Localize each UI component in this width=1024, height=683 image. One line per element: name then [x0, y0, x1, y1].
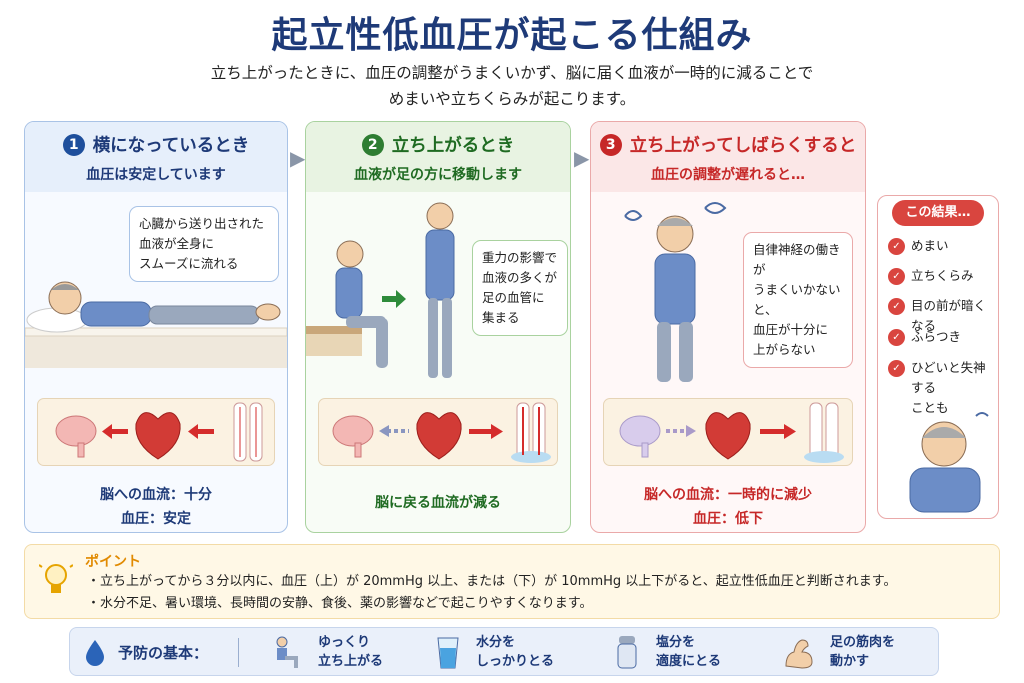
blood-flow-diagram: [37, 398, 275, 466]
prevention-item-hydrate: 水分をしっかりとる: [476, 635, 555, 669]
page-subtitle: 立ち上がったときに、血圧の調整がうまくいかず、脳に届く血液が一時的に減ることで …: [0, 60, 1024, 112]
step-number: 1: [62, 134, 85, 156]
chevron-right-icon: ▶: [574, 146, 590, 170]
speech-bubble: 自律神経の働きが うまくいかないと、 血圧が十分に 上がらない: [743, 232, 853, 368]
blood-pressure-result: 血圧：低下: [693, 511, 763, 527]
check-icon: ✓: [888, 298, 905, 315]
page-title: 起立性低血圧が起こる仕組み: [271, 15, 753, 56]
dizzy-elder-illustration: [909, 412, 989, 513]
panel-subtitle: 血圧は安定しています: [86, 167, 226, 183]
heart-icon: [416, 412, 462, 460]
arrow-left-icon: [188, 424, 214, 439]
dizzy-swirl-icon: [624, 202, 727, 221]
legs-icon: [511, 402, 551, 463]
prevention-item-salt: 塩分を適度にとる: [656, 635, 722, 669]
results-box: この結果… ✓めまい ✓立ちくらみ ✓目の前が暗くなる ✓ふらつき ✓ひどいと失…: [877, 195, 999, 519]
check-icon: ✓: [888, 360, 905, 377]
flexed-arm-icon: [785, 639, 813, 669]
flow-illustration: [55, 402, 263, 462]
brain-icon: [332, 415, 374, 458]
brain-icon: [55, 415, 97, 458]
standing-person-illustration: [306, 202, 455, 378]
panel-lying-down: 1 横になっているとき 血圧は安定しています 心臓から送り出された 血液が全身に …: [24, 121, 288, 533]
panel-standing-up: 2 立ち上がるとき 血液が足の方に移動します 重力の影響で 血液の多くが 足の血管…: [305, 121, 571, 533]
panel-title: 横になっているとき: [92, 136, 250, 156]
salt-shaker-icon: [617, 636, 637, 669]
panel-title: 立ち上がってしばらくすると: [629, 136, 857, 156]
check-icon: ✓: [888, 238, 905, 255]
heart-icon: [705, 412, 751, 460]
panel-subtitle: 血圧の調整が遅れると…: [651, 167, 805, 183]
prevention-item-leg-muscles: 足の筋肉を動かす: [830, 635, 896, 669]
prevention-label: 予防の基本：: [118, 644, 209, 662]
prevention-item-stand-slowly: ゆっくり立ち上がる: [318, 635, 384, 669]
step-number: 3: [599, 134, 622, 156]
point-title: ポイント: [85, 554, 141, 570]
prevention-bar: 予防の基本： ゆっくり立ち上がる 水分をしっかりとる 塩分を適度にとる 足の筋肉…: [69, 627, 939, 676]
dizzy-person-illustration: [624, 202, 727, 382]
blood-flow-result: 脳への血流：一時的に減少: [644, 487, 812, 503]
blood-flow-result: 脳への血流：十分: [100, 487, 212, 503]
result-item: ✓立ちくらみ: [888, 266, 998, 286]
water-drop-icon: [86, 640, 104, 666]
lightbulb-icon: [39, 564, 73, 593]
result-item: ✓目の前が暗くなる: [888, 296, 998, 336]
subtitle-line-1: 立ち上がったときに、血圧の調整がうまくいかず、脳に届く血液が一時的に減ることで: [210, 64, 814, 82]
legs-icon: [233, 402, 263, 462]
panel-subtitle: 血液が足の方に移動します: [354, 167, 522, 183]
arrow-left-icon: [102, 424, 128, 439]
panel-header: 3 立ち上がってしばらくすると 血圧の調整が遅れると…: [591, 122, 865, 192]
panel-header: 2 立ち上がるとき 血液が足の方に移動します: [306, 122, 570, 192]
flow-illustration: [332, 402, 551, 463]
subtitle-line-2: めまいや立ちくらみが起こります。: [388, 90, 636, 108]
panel-header: 1 横になっているとき 血圧は安定しています: [25, 122, 287, 192]
point-box: ポイント ・立ち上がってから３分以内に、血圧（上）が 20mmHg 以上、または…: [24, 544, 1000, 619]
blood-flow-diagram: [318, 398, 558, 466]
chevron-right-icon: ▶: [290, 146, 306, 170]
result-item: ✓ふらつき: [888, 327, 998, 347]
divider: [238, 638, 239, 667]
point-line-1: ・立ち上がってから３分以内に、血圧（上）が 20mmHg 以上、または（下）が …: [87, 574, 897, 589]
flow-illustration: [619, 402, 844, 463]
arrow-right-icon: [469, 424, 503, 439]
results-title: この結果…: [892, 200, 984, 226]
step-number: 2: [361, 134, 384, 156]
check-icon: ✓: [888, 268, 905, 285]
blood-flow-result: 脳に戻る血流が減る: [375, 495, 501, 511]
blood-flow-diagram: [603, 398, 853, 466]
legs-icon: [804, 402, 844, 463]
water-glass-icon: [437, 637, 459, 669]
dotted-arrow-left-icon: [666, 425, 696, 437]
speech-bubble: 心臓から送り出された 血液が全身に スムーズに流れる: [129, 206, 279, 282]
result-item: ✓ひどいと失神することも: [888, 358, 998, 418]
result-item: ✓めまい: [888, 236, 998, 256]
panel-title: 立ち上がるとき: [391, 136, 515, 156]
arrow-right-icon: [760, 424, 796, 439]
heart-icon: [135, 412, 181, 460]
sitting-person-icon: [276, 636, 298, 668]
blood-pressure-result: 血圧：安定: [121, 511, 191, 527]
lying-person-illustration: [25, 281, 287, 368]
point-line-2: ・水分不足、暑い環境、長時間の安静、食後、薬の影響などで起こりやすくなります。: [87, 596, 593, 611]
brain-icon: [619, 415, 661, 458]
speech-bubble: 重力の影響で 血液の多くが 足の血管に 集まる: [472, 240, 568, 336]
arrow-right-icon: [382, 290, 406, 308]
panel-after-standing: 3 立ち上がってしばらくすると 血圧の調整が遅れると… 自律神経の働きが うまくい…: [590, 121, 866, 533]
check-icon: ✓: [888, 329, 905, 346]
dotted-arrow-left-icon: [379, 425, 409, 437]
